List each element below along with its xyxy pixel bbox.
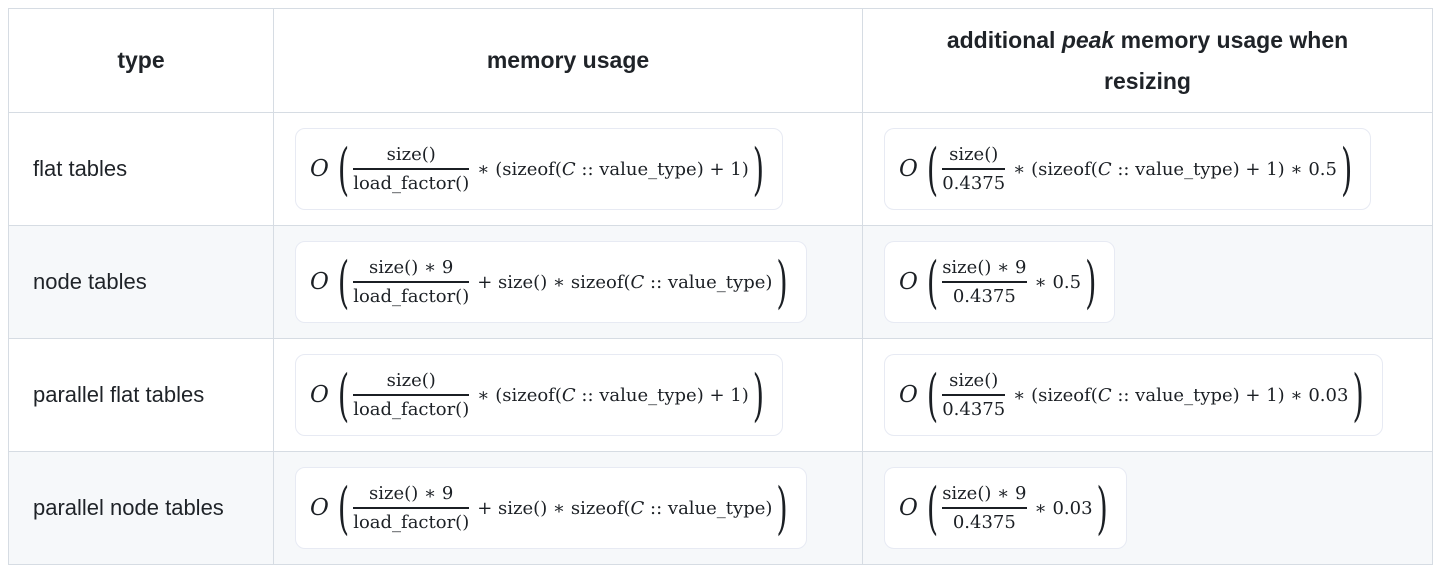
latex-formula-image: O(size()0.4375∗ (sizeof(C :: value_type)… <box>884 354 1383 436</box>
peak-formula-cell: O(size()0.4375∗ (sizeof(C :: value_type)… <box>862 112 1433 226</box>
type-cell: parallel flat tables <box>8 338 274 452</box>
latex-formula-image: O(size()load_factor()∗ (sizeof(C :: valu… <box>295 354 784 436</box>
memory-formula-cell: O(size()load_factor()∗ (sizeof(C :: valu… <box>273 112 863 226</box>
peak-formula-cell: O(size()0.4375∗ (sizeof(C :: value_type)… <box>862 338 1433 452</box>
memory-usage-table: type memory usage additional peak memory… <box>8 8 1433 565</box>
table-row-parallel-flat-tables: parallel flat tables O(size()load_factor… <box>8 338 1433 452</box>
table-row-flat-tables: flat tables O(size()load_factor()∗ (size… <box>8 112 1433 226</box>
table-header-row: type memory usage additional peak memory… <box>8 8 1433 113</box>
type-cell: node tables <box>8 225 274 339</box>
memory-formula-cell: O(size()load_factor()∗ (sizeof(C :: valu… <box>273 338 863 452</box>
latex-formula-image: O(size()load_factor()∗ (sizeof(C :: valu… <box>295 128 784 210</box>
latex-formula-image: O(size()0.4375∗ (sizeof(C :: value_type)… <box>884 128 1372 210</box>
header-peak-memory-usage: additional peak memory usage when resizi… <box>862 8 1433 113</box>
header-type: type <box>8 8 274 113</box>
type-cell: parallel node tables <box>8 451 274 565</box>
header-memory-usage: memory usage <box>273 8 863 113</box>
type-cell: flat tables <box>8 112 274 226</box>
